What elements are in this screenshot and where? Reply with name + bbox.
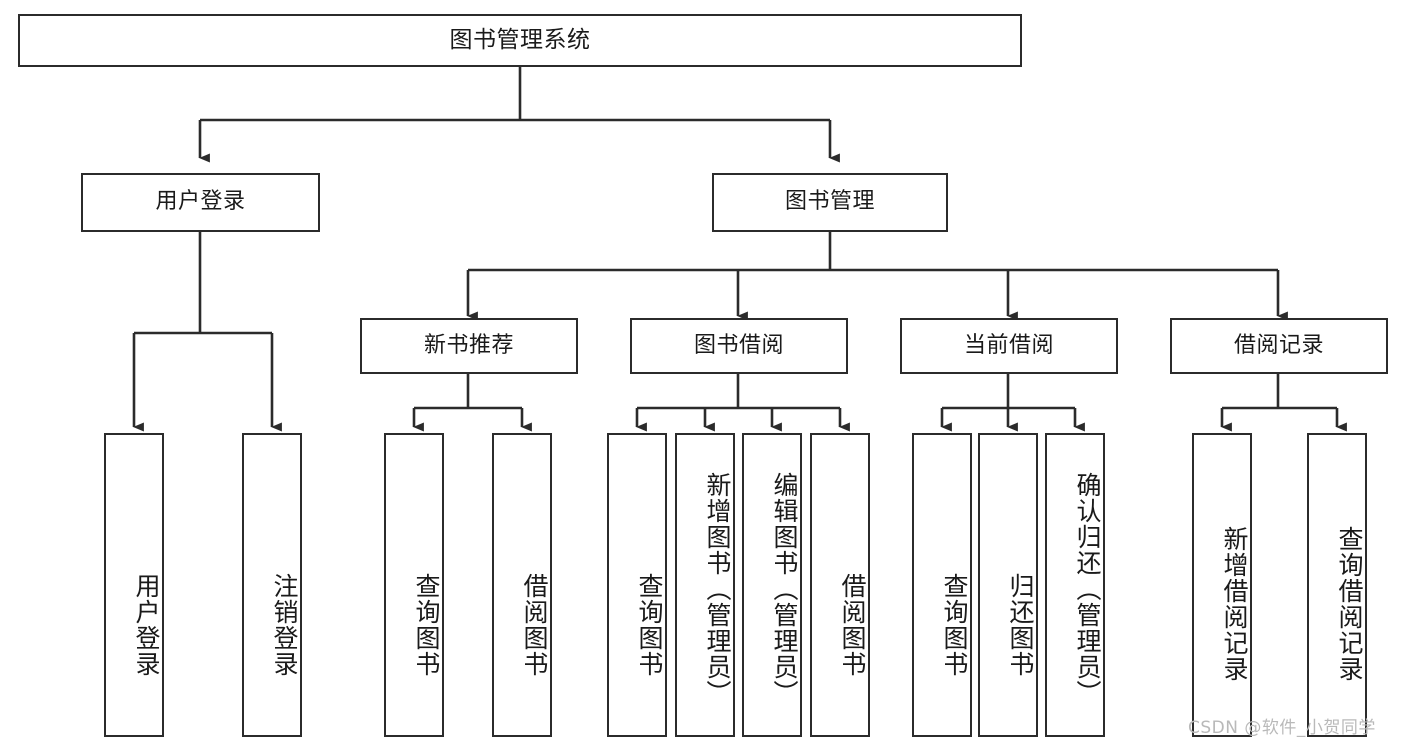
node-user-login[interactable]: 用户登录 (81, 173, 320, 232)
leaf-user-logout[interactable]: 注销登录 (242, 433, 302, 737)
leaf-add-borrow-record[interactable]: 新增借阅记录 (1192, 433, 1252, 737)
node-root[interactable]: 图书管理系统 (18, 14, 1022, 67)
leaf-user-login[interactable]: 用户登录 (104, 433, 164, 737)
leaf-query-book-new[interactable]: 查询图书 (384, 433, 444, 737)
node-new-book-recommend[interactable]: 新书推荐 (360, 318, 578, 374)
leaf-confirm-return[interactable]: 确认归还（管理员） (1045, 433, 1105, 737)
watermark-credit: CSDN @软件_小贺同学 (1188, 718, 1376, 738)
leaf-borrow-book-new[interactable]: 借阅图书 (492, 433, 552, 737)
node-borrow-record[interactable]: 借阅记录 (1170, 318, 1388, 374)
leaf-query-borrow-record[interactable]: 查询借阅记录 (1307, 433, 1367, 737)
leaf-return-book[interactable]: 归还图书 (978, 433, 1038, 737)
node-book-manage[interactable]: 图书管理 (712, 173, 948, 232)
leaf-add-book[interactable]: 新增图书（管理员） (675, 433, 735, 737)
leaf-query-book-current[interactable]: 查询图书 (912, 433, 972, 737)
leaf-edit-book[interactable]: 编辑图书（管理员） (742, 433, 802, 737)
node-current-borrow[interactable]: 当前借阅 (900, 318, 1118, 374)
leaf-borrow-book[interactable]: 借阅图书 (810, 433, 870, 737)
node-book-borrow[interactable]: 图书借阅 (630, 318, 848, 374)
leaf-query-book-borrow[interactable]: 查询图书 (607, 433, 667, 737)
